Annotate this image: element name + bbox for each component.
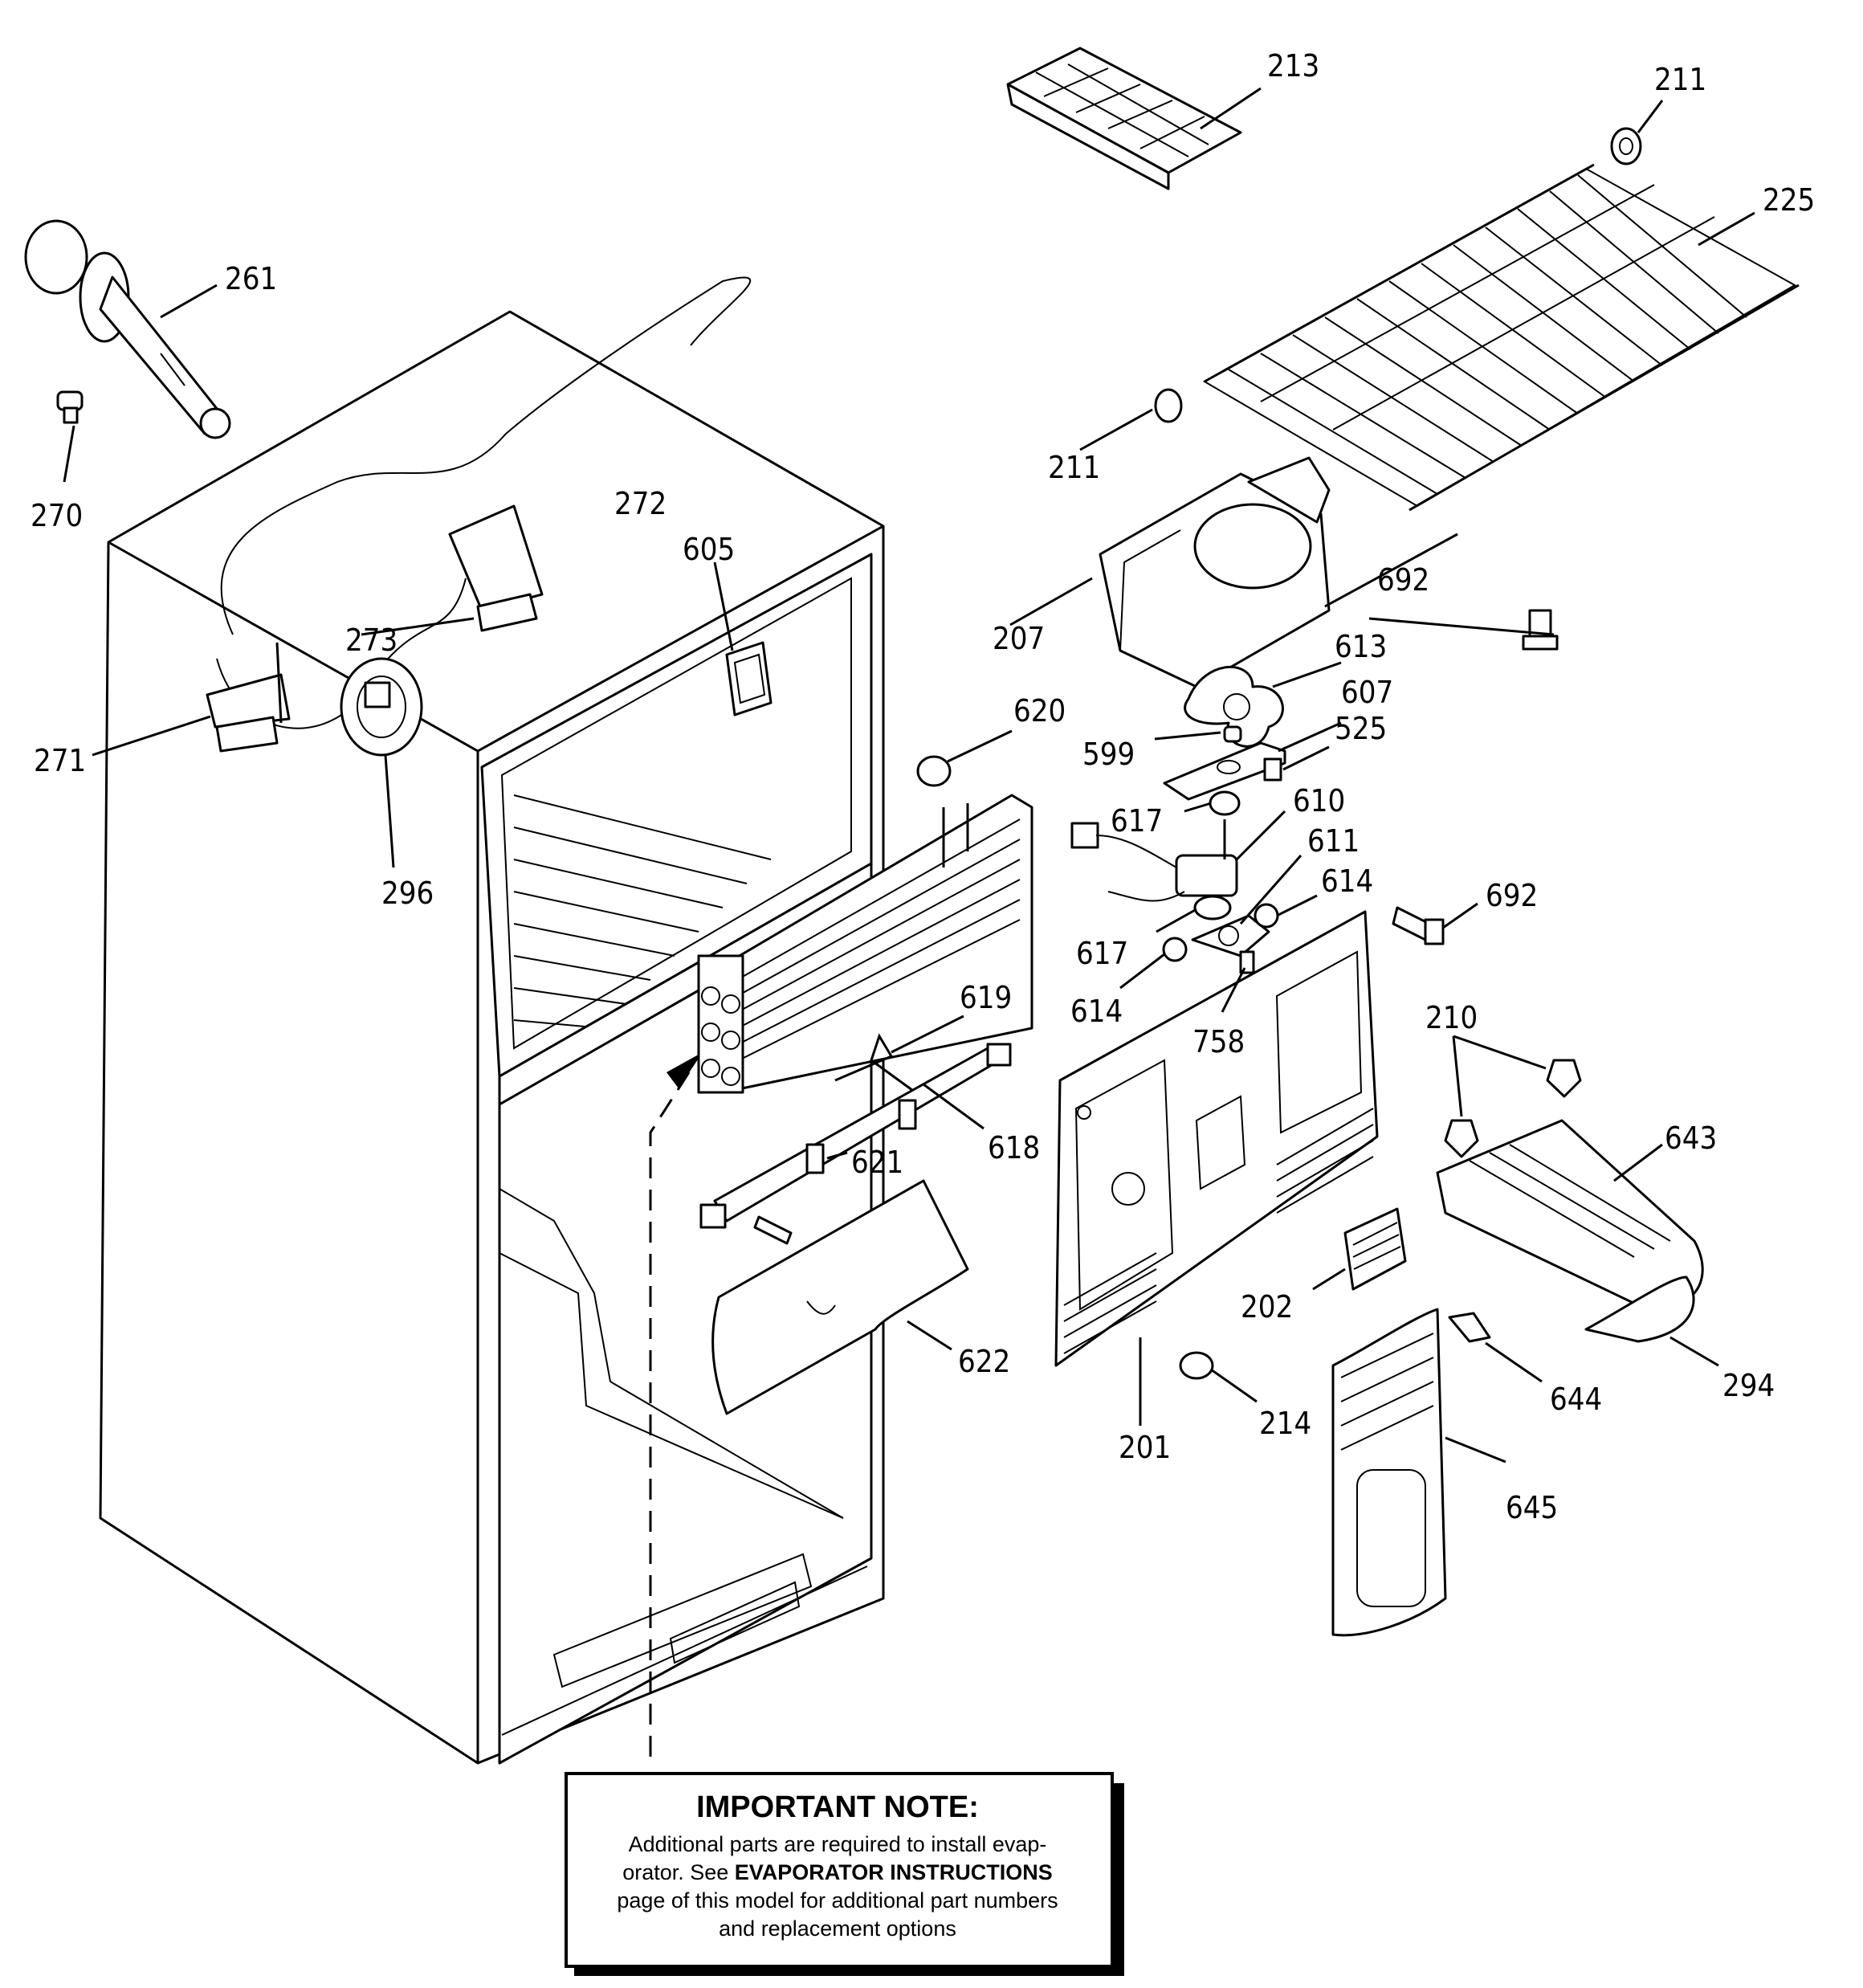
callout-614-upper: 614: [1321, 863, 1373, 899]
part-607-bracket: [1163, 741, 1286, 801]
callout-599: 599: [1082, 737, 1135, 772]
part-213-ice-tray: [1006, 47, 1242, 190]
part-261-fitting: [24, 219, 231, 439]
callout-618: 618: [988, 1130, 1040, 1165]
callout-605: 605: [683, 532, 735, 567]
part-611-bracket: [1191, 914, 1270, 957]
callout-272: 272: [614, 486, 667, 521]
callout-210: 210: [1425, 1000, 1478, 1035]
part-643-shroud: [1436, 1119, 1704, 1309]
callout-643: 643: [1665, 1121, 1717, 1156]
callout-211-left: 211: [1048, 450, 1100, 485]
callout-labels: 213 211 225 261 270 211 272 605 207 692 …: [31, 48, 1815, 1525]
callout-273: 273: [345, 623, 397, 658]
part-202-grille: [1343, 1207, 1407, 1291]
evaporator-guide-line: [649, 1072, 691, 1763]
callout-692-right: 692: [1486, 878, 1538, 913]
part-618-heater: [699, 1043, 1012, 1229]
callout-611: 611: [1307, 823, 1360, 859]
part-evaporator: [697, 794, 1033, 1094]
callout-692-upper: 692: [1377, 562, 1429, 598]
part-613-fan-blade: [1184, 665, 1284, 748]
refrigerator-cabinet: [99, 310, 885, 1765]
callout-261: 261: [225, 261, 277, 296]
part-201-rear-panel: [1054, 910, 1379, 1367]
part-screw-drain: [753, 1215, 793, 1245]
part-225-shelf: [1202, 163, 1800, 512]
part-620-cap: [916, 755, 952, 787]
part-210-fasteners: [1444, 1059, 1582, 1158]
callout-201: 201: [1119, 1430, 1171, 1465]
part-296-fan-ring: [340, 657, 423, 757]
note-line-2-prefix: orator. See: [622, 1860, 735, 1884]
part-617-grommet-upper: [1209, 790, 1241, 816]
part-599-grommet: [1223, 725, 1242, 743]
part-644-screw: [1448, 1312, 1491, 1343]
callout-270: 270: [31, 498, 83, 533]
callout-607: 607: [1341, 675, 1393, 710]
callout-619: 619: [960, 980, 1012, 1015]
part-294-cover: [1584, 1276, 1695, 1343]
note-title: IMPORTANT NOTE:: [696, 1790, 979, 1824]
part-211-bumper-top: [1610, 127, 1642, 165]
part-614-nut-lower: [1162, 937, 1188, 962]
part-211-bumper-left: [1154, 388, 1183, 423]
callout-213: 213: [1267, 48, 1319, 84]
callout-645: 645: [1506, 1490, 1558, 1525]
note-line-2: orator. See EVAPORATOR INSTRUCTIONS: [622, 1860, 1053, 1884]
callout-271: 271: [34, 743, 86, 778]
callout-211-top: 211: [1654, 62, 1706, 97]
callout-610: 610: [1293, 783, 1345, 818]
callout-617-upper: 617: [1111, 803, 1163, 839]
callout-294: 294: [1722, 1368, 1775, 1403]
note-line-3: page of this model for additional part n…: [617, 1888, 1058, 1912]
callout-525: 525: [1335, 711, 1387, 746]
callout-214: 214: [1259, 1406, 1311, 1441]
note-line-2-bold: EVAPORATOR INSTRUCTIONS: [735, 1860, 1053, 1884]
note-line-1: Additional parts are required to install…: [629, 1832, 1047, 1856]
callout-225: 225: [1763, 182, 1815, 218]
note-line-4: and replacement options: [719, 1917, 956, 1941]
part-621-clip: [805, 1099, 917, 1174]
part-605-control: [725, 641, 773, 716]
leader-lines: [63, 87, 1755, 1463]
callout-621: 621: [851, 1145, 903, 1180]
part-272-wire-harness: [206, 276, 752, 753]
part-622-drain-trough: [711, 1179, 969, 1415]
part-214-plug: [1179, 1351, 1214, 1380]
callout-758: 758: [1192, 1024, 1245, 1059]
part-645-duct: [1331, 1308, 1447, 1637]
callout-613: 613: [1335, 629, 1387, 664]
part-614-nut-upper: [1254, 903, 1279, 929]
callout-620: 620: [1013, 693, 1066, 729]
callout-296: 296: [381, 876, 434, 911]
callout-617-lower: 617: [1076, 936, 1128, 971]
callout-622: 622: [958, 1344, 1010, 1379]
part-619-clip: [834, 1033, 916, 1094]
part-692-screw-upper: [1522, 609, 1559, 651]
part-692-screw-right: [1392, 906, 1445, 945]
callout-202: 202: [1241, 1289, 1293, 1325]
callout-207: 207: [993, 621, 1045, 656]
callout-614-lower: 614: [1070, 994, 1123, 1029]
part-525-screw: [1263, 757, 1282, 782]
guide-arrowhead: [667, 1052, 703, 1088]
part-610-fan-motor: [1070, 819, 1238, 902]
callout-644: 644: [1550, 1382, 1602, 1417]
important-note: IMPORTANT NOTE: Additional parts are req…: [565, 1772, 1124, 1976]
part-270-screw: [56, 390, 84, 424]
part-617-grommet-lower: [1193, 895, 1232, 921]
part-207-ice-bucket: [1099, 456, 1331, 688]
